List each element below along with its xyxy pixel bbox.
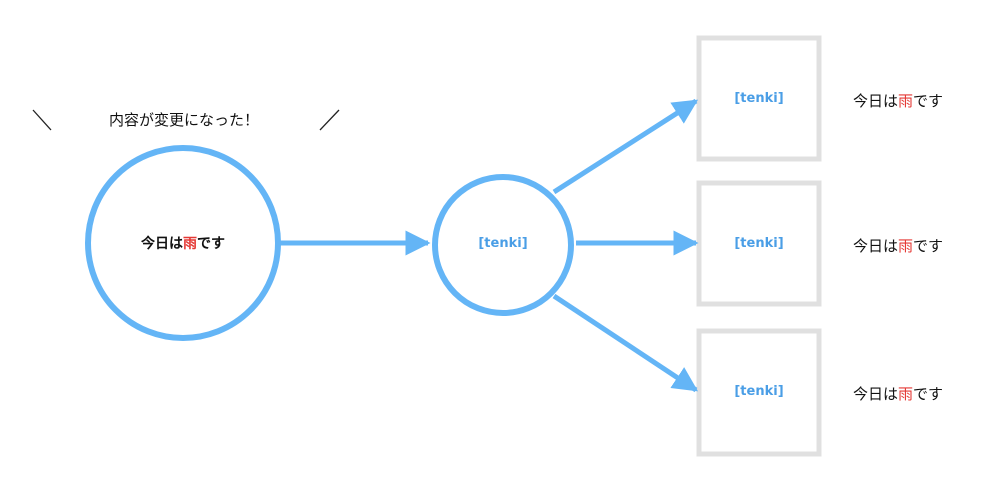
- change-caption: 内容が変更になった！: [109, 111, 260, 129]
- output-label-highlight: 雨: [898, 237, 914, 255]
- emphasis-mark-right: [319, 109, 340, 131]
- output-box: [696, 35, 822, 162]
- output-label-highlight: 雨: [898, 385, 914, 403]
- box-tag: [tenki]: [734, 236, 784, 251]
- output-label-pre: 今日は: [853, 237, 899, 255]
- output-label-post: です: [913, 385, 944, 403]
- output-box: [696, 328, 822, 457]
- arrow-hub-to-box-top: [552, 98, 699, 195]
- output-label-post: です: [913, 237, 944, 255]
- output-label-post: です: [913, 92, 944, 110]
- hub-circle: [432, 174, 574, 316]
- source-label: 今日は雨です: [100, 233, 266, 253]
- output-label: 今日は雨です: [853, 235, 943, 256]
- hub-tag: [tenki]: [478, 236, 528, 251]
- output-label-pre: 今日は: [853, 92, 899, 110]
- source-label-highlight: 雨: [183, 236, 197, 252]
- output-label-highlight: 雨: [898, 92, 914, 110]
- output-box: [696, 180, 822, 307]
- source-label-post: です: [197, 236, 225, 252]
- source-label-pre: 今日は: [141, 236, 183, 252]
- arrow-hub-to-box-bottom: [552, 293, 699, 393]
- emphasis-mark-left: [32, 109, 52, 131]
- box-tag: [tenki]: [734, 384, 784, 399]
- output-label: 今日は雨です: [853, 383, 943, 404]
- output-label-pre: 今日は: [853, 385, 899, 403]
- box-tag: [tenki]: [734, 91, 784, 106]
- output-label: 今日は雨です: [853, 90, 943, 111]
- source-circle: [85, 145, 281, 341]
